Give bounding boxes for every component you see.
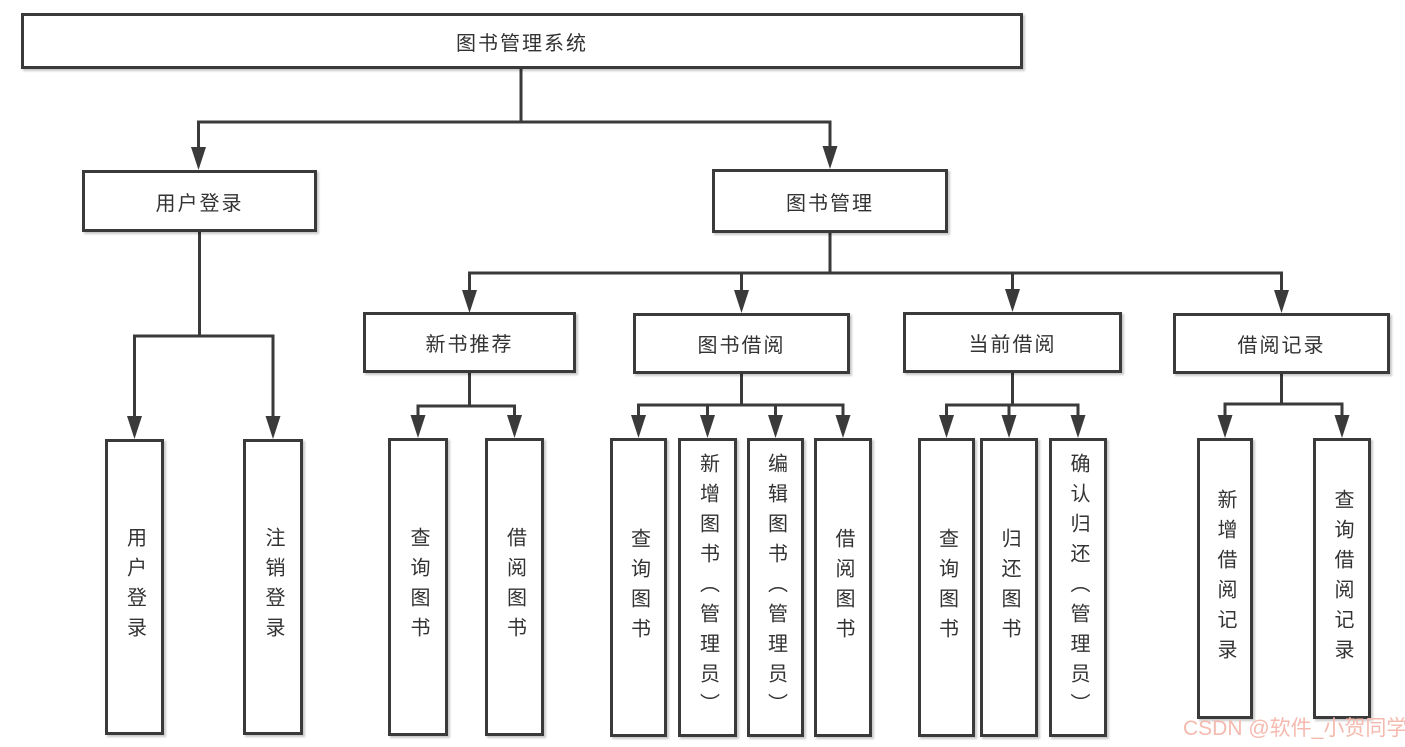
node-label: 借阅记录 bbox=[1237, 335, 1326, 357]
node-label: 确认归还（管理员） bbox=[1067, 452, 1089, 723]
node-label: 编辑图书（管理员） bbox=[764, 452, 787, 723]
node-book-management: 图书管理 bbox=[712, 169, 948, 233]
leaf-query-books: 查询图书 bbox=[388, 438, 448, 736]
node-label: 当前借阅 bbox=[968, 334, 1057, 356]
tree-edges bbox=[133, 67, 1344, 421]
leaf-borrow-books: 借阅图书 bbox=[485, 438, 544, 736]
node-label: 图书借阅 bbox=[697, 335, 786, 357]
node-label: 查询图书 bbox=[627, 527, 650, 648]
node-library-management-system: 图书管理系统 bbox=[21, 13, 1023, 69]
node-label: 借阅图书 bbox=[503, 527, 526, 647]
watermark: CSDN @软件_小贺同学 bbox=[1183, 717, 1405, 740]
leaf-add-books-admin: 新增图书（管理员） bbox=[678, 438, 737, 737]
leaf-logout: 注销登录 bbox=[243, 439, 303, 735]
node-label: 用户登录 bbox=[123, 527, 146, 647]
leaf-edit-books-admin: 编辑图书（管理员） bbox=[747, 438, 804, 737]
leaf-query-borrow-record: 查询借阅记录 bbox=[1313, 438, 1371, 719]
node-label: 新增图书（管理员） bbox=[696, 452, 719, 723]
node-label: 图书管理系统 bbox=[456, 32, 588, 55]
leaf-confirm-return-admin: 确认归还（管理员） bbox=[1049, 438, 1107, 737]
node-label: 归还图书 bbox=[998, 527, 1020, 648]
leaf-query-books: 查询图书 bbox=[918, 438, 975, 737]
leaf-return-books: 归还图书 bbox=[980, 438, 1038, 737]
node-label: 新书推荐 bbox=[425, 334, 514, 356]
node-new-book-recommend: 新书推荐 bbox=[363, 312, 576, 373]
leaf-add-borrow-record: 新增借阅记录 bbox=[1197, 438, 1253, 719]
node-label: 新增借阅记录 bbox=[1214, 488, 1236, 669]
node-current-borrow: 当前借阅 bbox=[903, 312, 1122, 373]
leaf-user-login: 用户登录 bbox=[105, 439, 164, 735]
leaf-query-books: 查询图书 bbox=[610, 438, 667, 737]
node-borrow-records: 借阅记录 bbox=[1173, 313, 1390, 374]
node-label: 图书管理 bbox=[786, 192, 874, 215]
arrowheads bbox=[127, 146, 1350, 439]
node-label: 查询图书 bbox=[407, 527, 429, 647]
node-label: 查询借阅记录 bbox=[1331, 488, 1353, 669]
node-label: 用户登录 bbox=[155, 192, 244, 215]
node-label: 注销登录 bbox=[262, 527, 284, 647]
node-label: 借阅图书 bbox=[832, 527, 854, 648]
node-user-login: 用户登录 bbox=[82, 170, 317, 232]
leaf-borrow-books: 借阅图书 bbox=[814, 438, 872, 737]
node-label: 查询图书 bbox=[935, 527, 958, 648]
node-book-borrow: 图书借阅 bbox=[633, 313, 850, 374]
